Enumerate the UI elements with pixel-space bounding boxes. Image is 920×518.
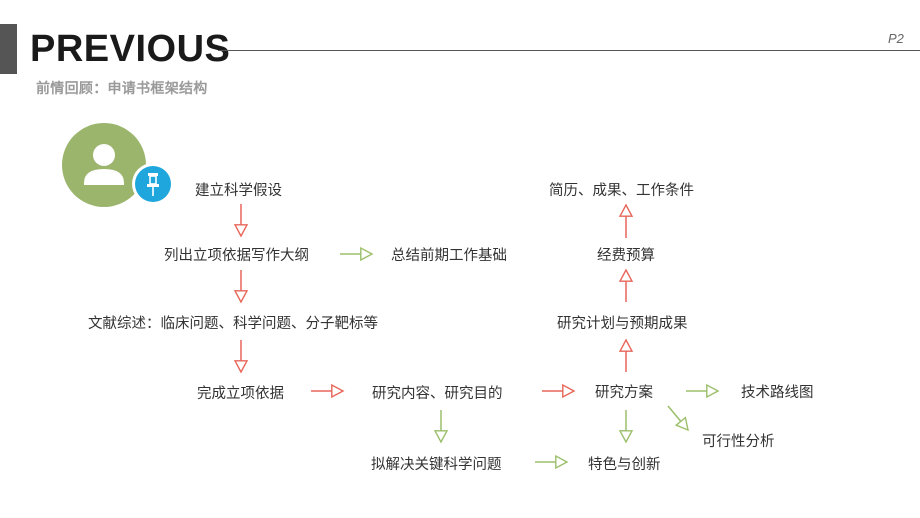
- page-subtitle: 前情回顾：申请书框架结构: [36, 81, 208, 97]
- pushpin-icon: [135, 166, 171, 202]
- arrow-plan-to-schedule: [618, 338, 634, 372]
- arrow-budget-to-resume: [618, 203, 634, 238]
- arrow-basis-to-content: [311, 383, 345, 399]
- arrow-key-problems-to-innovation: [535, 454, 569, 470]
- arrow-plan-to-innovation: [618, 410, 634, 444]
- user-silhouette-icon: [84, 144, 124, 185]
- arrow-outline-to-literature: [233, 270, 249, 304]
- arrow-plan-to-feasibility: [667, 405, 689, 432]
- node-plan: 研究方案: [595, 385, 653, 401]
- arrow-schedule-to-budget: [618, 268, 634, 302]
- node-hypothesis: 建立科学假设: [195, 183, 282, 199]
- arrow-content-to-key-problems: [433, 410, 449, 444]
- arrow-hypothesis-to-outline: [233, 204, 249, 238]
- title-divider: [218, 50, 920, 51]
- node-resume: 简历、成果、工作条件: [549, 183, 694, 199]
- badge: [132, 163, 174, 205]
- node-innovation: 特色与创新: [588, 457, 661, 473]
- page-number: P2: [888, 31, 904, 46]
- node-prior-work: 总结前期工作基础: [391, 248, 507, 264]
- arrow-outline-to-prior-work: [340, 246, 374, 262]
- node-feasibility: 可行性分析: [702, 434, 775, 450]
- node-budget: 经费预算: [597, 248, 655, 264]
- arrow-literature-to-basis: [233, 340, 249, 374]
- node-key-problems: 拟解决关键科学问题: [371, 457, 502, 473]
- arrow-content-to-plan: [542, 383, 576, 399]
- header-accent-bar: [0, 24, 17, 74]
- arrow-plan-to-roadmap: [686, 383, 720, 399]
- node-literature: 文献综述：临床问题、科学问题、分子靶标等: [88, 316, 378, 332]
- user-avatar-icon: [62, 123, 146, 207]
- node-content: 研究内容、研究目的: [372, 386, 503, 402]
- node-basis: 完成立项依据: [197, 386, 284, 402]
- node-schedule: 研究计划与预期成果: [557, 316, 688, 332]
- node-outline: 列出立项依据写作大纲: [164, 248, 309, 264]
- node-roadmap: 技术路线图: [741, 385, 814, 401]
- page-title: PREVIOUS: [30, 28, 231, 70]
